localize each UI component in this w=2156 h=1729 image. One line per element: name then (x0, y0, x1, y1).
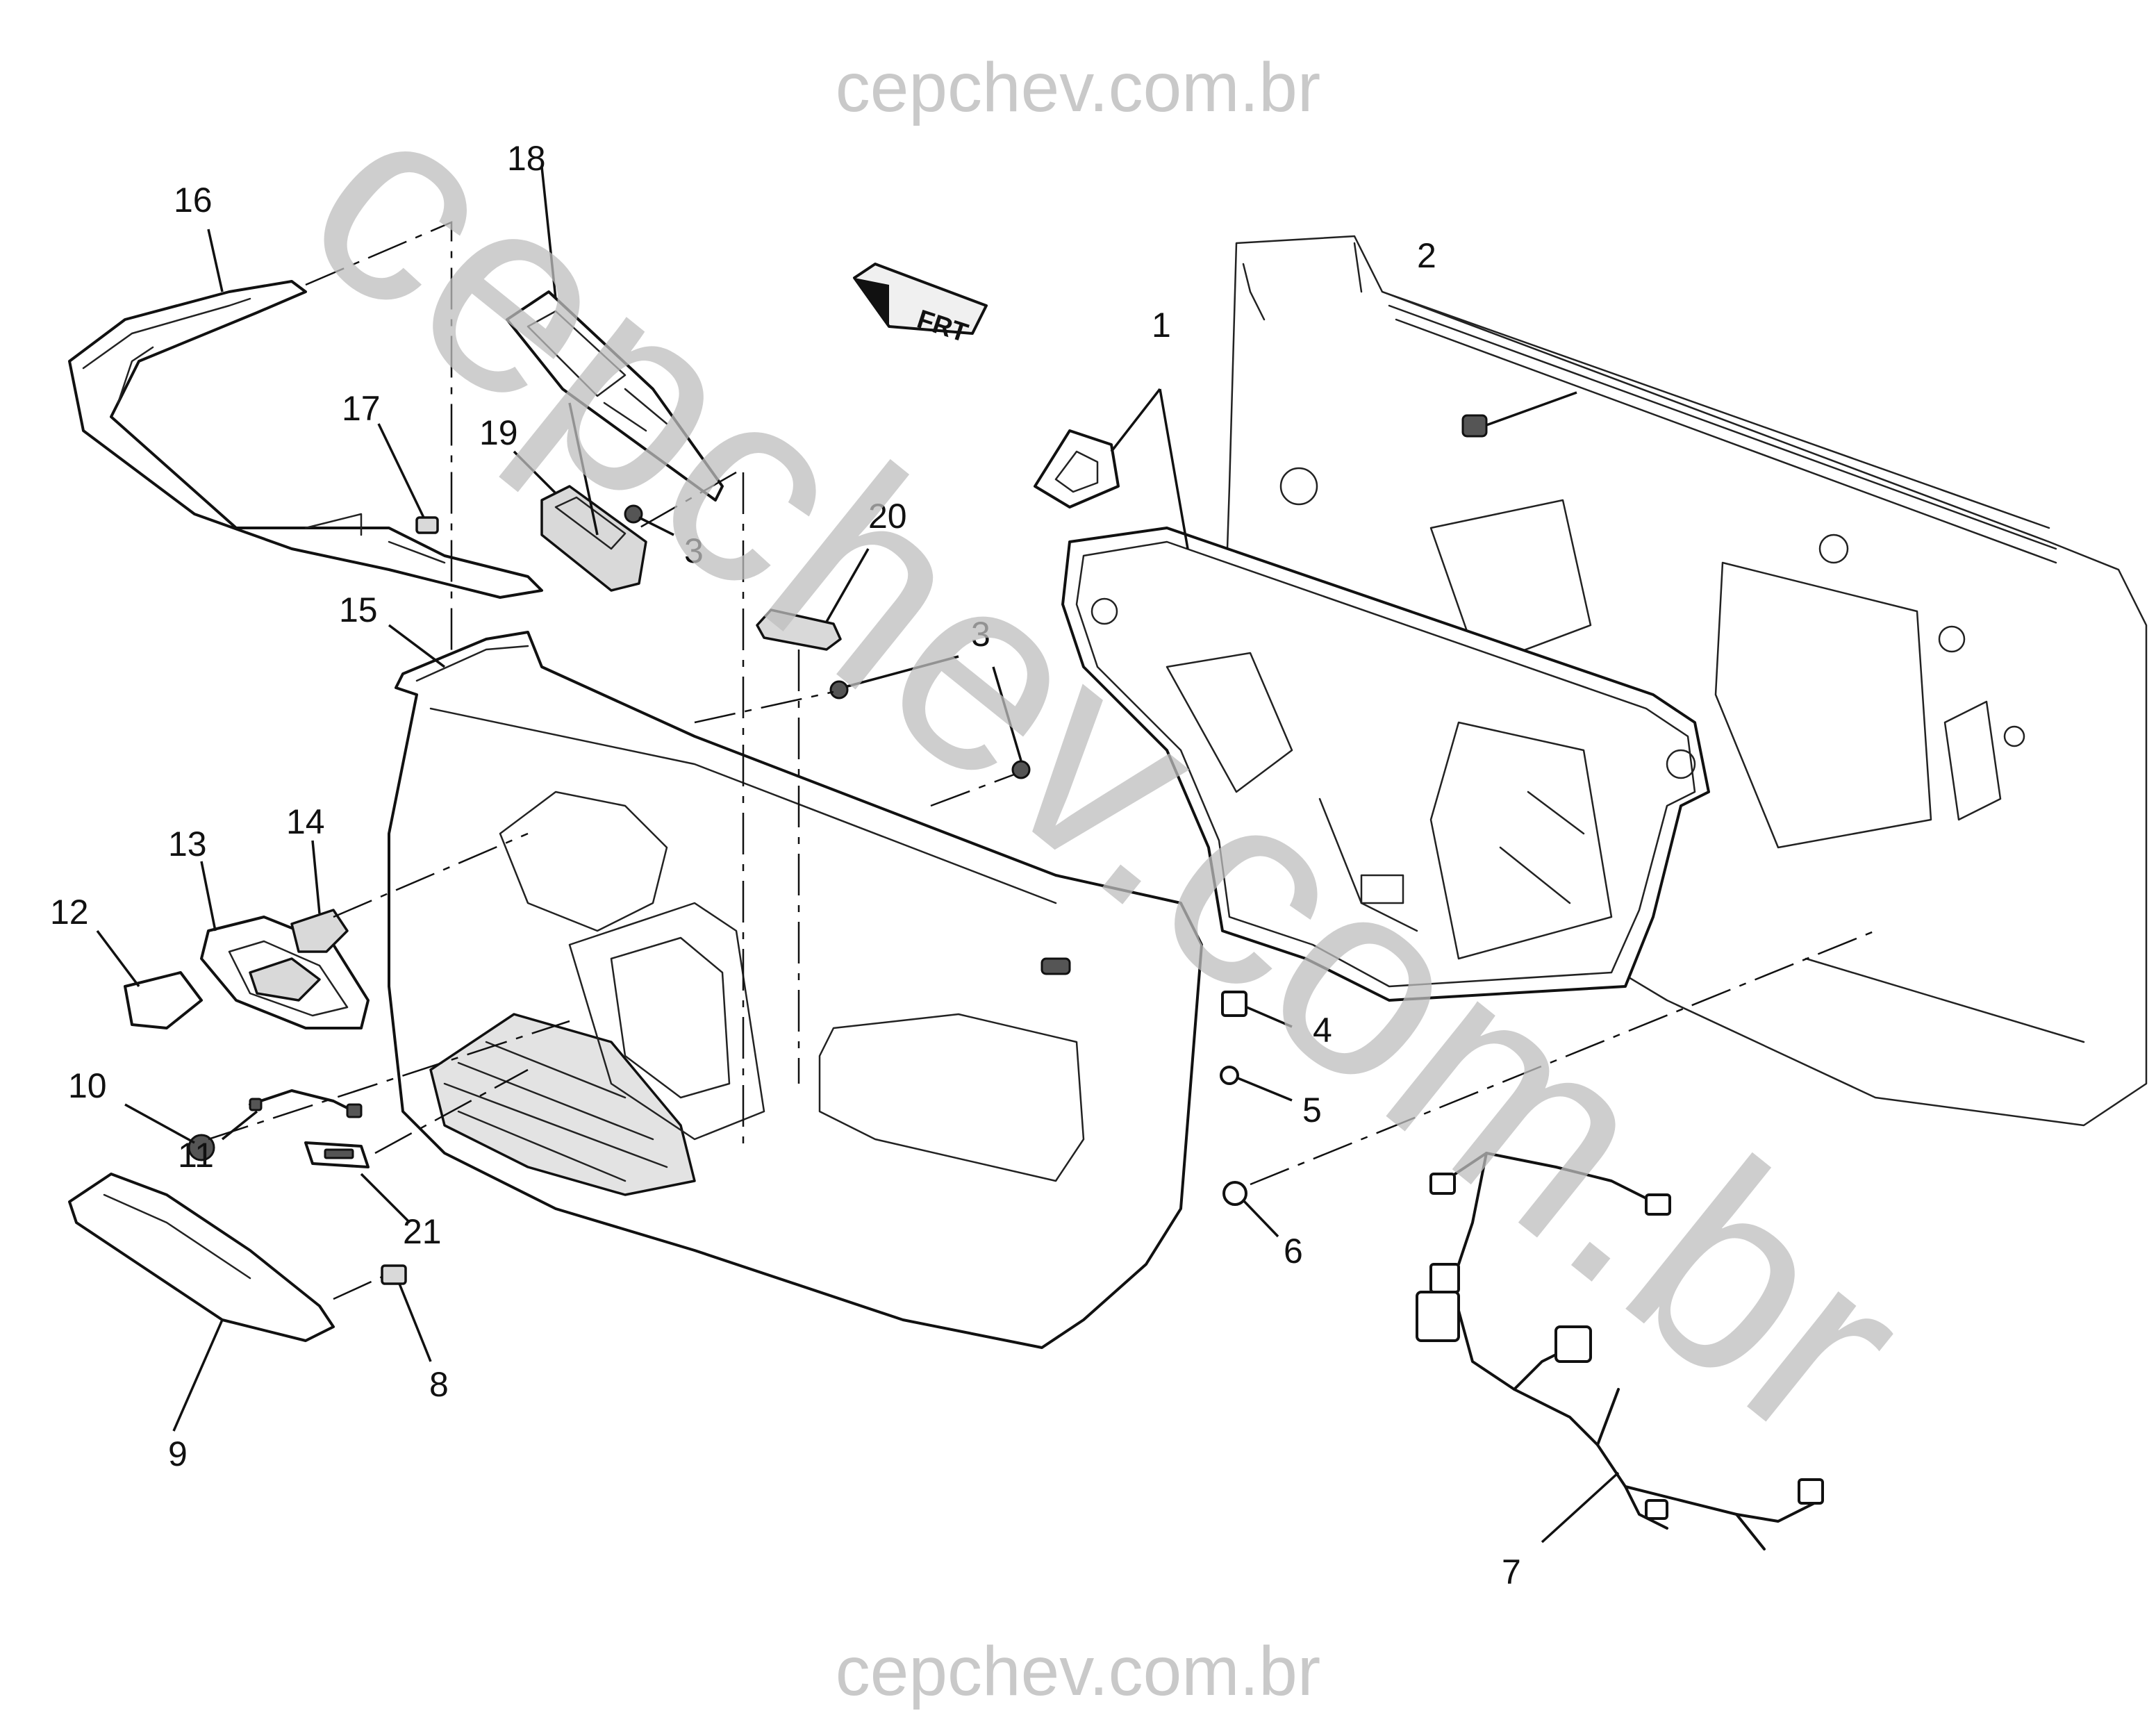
part-19-window-switch (513, 402, 647, 592)
watermark-bottom: cepchev.com.br (836, 1632, 1320, 1710)
callout-2: 2 (1417, 236, 1436, 275)
part-2-clip (1461, 391, 1577, 438)
callout-9: 9 (168, 1434, 188, 1473)
part-17-clip (377, 423, 439, 534)
callout-3b: 3 (971, 615, 990, 654)
callout-7: 7 (1502, 1553, 1521, 1591)
part-5-push-pin (1220, 1066, 1293, 1102)
part-12-cap (96, 929, 203, 1029)
part-20-courtesy-lamp (756, 548, 870, 1084)
callout-16: 16 (174, 181, 213, 220)
part-15-door-trim-panel (388, 471, 1203, 1349)
part-3b-screw (694, 655, 959, 724)
part-13-handle-bezel (200, 861, 370, 1029)
callout-3a: 3 (684, 531, 704, 570)
callout-20: 20 (868, 497, 907, 536)
callout-8: 8 (429, 1365, 449, 1404)
callout-4: 4 (1313, 1011, 1332, 1050)
callout-5: 5 (1302, 1091, 1322, 1130)
part-1-water-deflector (1034, 388, 1710, 1002)
part-8-fastener (333, 1264, 432, 1362)
part-18-window-switch-bezel (506, 166, 724, 502)
part-9-armrest (68, 1173, 335, 1432)
watermark-top: cepchev.com.br (836, 49, 1320, 126)
part-11-connector (221, 1089, 363, 1141)
part-3a-screw (624, 504, 674, 536)
part-21-badge (304, 1068, 529, 1224)
callout-21: 21 (403, 1212, 442, 1251)
front-direction-arrow-icon: FRT (853, 263, 988, 348)
callout-18: 18 (507, 139, 546, 178)
part-14-lock-switch (290, 832, 529, 953)
callout-14: 14 (286, 802, 325, 841)
callout-19: 19 (479, 413, 518, 452)
callout-10: 10 (68, 1066, 107, 1105)
callout-12: 12 (50, 893, 89, 932)
part-10-clip (124, 1020, 570, 1161)
callout-6: 6 (1284, 1232, 1303, 1271)
callout-labels: 1 2 3 3 3 4 5 6 7 8 9 10 11 12 13 14 15 … (50, 139, 1521, 1591)
callout-1: 1 (1152, 306, 1171, 345)
callout-13: 13 (168, 825, 207, 863)
part-6-nut (1222, 929, 1876, 1238)
callout-11: 11 (178, 1136, 214, 1175)
callout-15: 15 (339, 590, 378, 629)
part-7-wiring-harness (1416, 1152, 1824, 1550)
callout-17: 17 (342, 389, 381, 428)
part-3c-screw (930, 666, 1031, 807)
part-4-retainer (1221, 991, 1293, 1028)
